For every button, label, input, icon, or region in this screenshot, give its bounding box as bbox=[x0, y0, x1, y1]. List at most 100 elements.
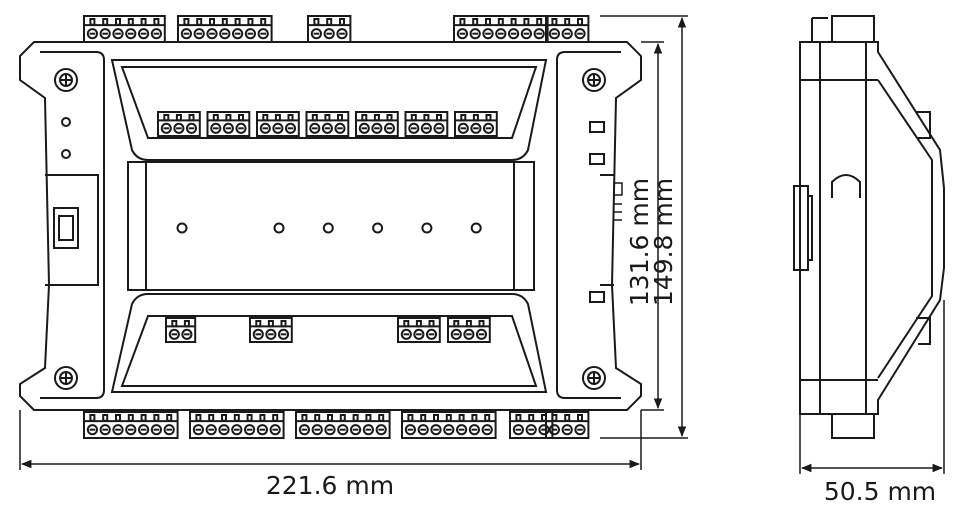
terminal-screw-icon bbox=[548, 28, 561, 40]
dimension-lines bbox=[19, 15, 945, 474]
terminal-screw-icon bbox=[324, 424, 336, 436]
terminal-screw-icon bbox=[231, 424, 243, 436]
terminal-screw-icon bbox=[99, 424, 111, 436]
terminal-screw-icon bbox=[311, 424, 323, 436]
side-top-terminal-wire bbox=[811, 17, 828, 42]
screw-icon bbox=[54, 366, 78, 390]
din-rail-latch-icon bbox=[831, 174, 861, 198]
terminal-screw-icon bbox=[375, 424, 387, 436]
side-ear-icon bbox=[916, 317, 931, 345]
terminal-block bbox=[401, 411, 497, 439]
terminal-screw-icon bbox=[150, 424, 163, 436]
terminal-screw-icon bbox=[404, 424, 417, 436]
terminal-screw-icon bbox=[173, 122, 185, 134]
terminal-screw-icon bbox=[265, 328, 277, 340]
terminal-screw-icon bbox=[257, 28, 269, 40]
indicator-led-icon bbox=[372, 222, 384, 234]
bottom-window-outer bbox=[110, 293, 548, 393]
terminal-screw-icon bbox=[256, 424, 269, 436]
terminal-screw-icon bbox=[574, 28, 586, 40]
terminal-screw-icon bbox=[244, 28, 257, 40]
side-body-outline bbox=[799, 41, 945, 415]
terminal-screw-icon bbox=[269, 424, 281, 436]
side-slope-top bbox=[877, 79, 933, 379]
terminal-screw-icon bbox=[192, 424, 205, 436]
usb-port-icon bbox=[53, 207, 79, 249]
terminal-screw-icon bbox=[243, 424, 256, 436]
terminal-screw-icon bbox=[163, 424, 175, 436]
dip-switch-bank-icon bbox=[613, 182, 623, 221]
dip-switch-icon bbox=[589, 121, 605, 133]
terminal-block bbox=[397, 317, 441, 343]
terminal-screw-icon bbox=[561, 28, 573, 40]
terminal-screw-icon bbox=[525, 424, 537, 436]
bottom-window-inner bbox=[120, 315, 538, 387]
terminal-block bbox=[295, 411, 391, 439]
terminal-screw-icon bbox=[235, 122, 247, 134]
terminal-screw-icon bbox=[86, 424, 99, 436]
terminal-screw-icon bbox=[433, 122, 445, 134]
terminal-screw-icon bbox=[463, 328, 475, 340]
terminal-screw-icon bbox=[252, 328, 264, 340]
terminal-screw-icon bbox=[349, 424, 362, 436]
side-ear-icon bbox=[916, 111, 931, 139]
terminal-block bbox=[447, 317, 491, 343]
terminal-screw-icon bbox=[538, 424, 550, 436]
terminal-screw-icon bbox=[259, 122, 271, 134]
terminal-block bbox=[404, 111, 449, 137]
terminal-block bbox=[83, 15, 166, 43]
terminal-screw-icon bbox=[334, 122, 346, 134]
terminal-block bbox=[307, 15, 352, 43]
terminal-screw-icon bbox=[561, 424, 573, 436]
terminal-screw-icon bbox=[482, 28, 494, 40]
side-view bbox=[793, 15, 945, 439]
terminal-block bbox=[305, 111, 350, 137]
terminal-screw-icon bbox=[160, 122, 172, 134]
terminal-screw-icon bbox=[323, 28, 335, 40]
terminal-screw-icon bbox=[193, 28, 205, 40]
terminal-screw-icon bbox=[450, 328, 462, 340]
terminal-screw-icon bbox=[86, 28, 99, 40]
terminal-screw-icon bbox=[430, 424, 442, 436]
side-top-terminal bbox=[831, 15, 875, 43]
terminal-screw-icon bbox=[457, 122, 469, 134]
front-view bbox=[19, 15, 642, 439]
screw-icon bbox=[582, 366, 606, 390]
terminal-screw-icon bbox=[456, 28, 469, 40]
terminal-screw-icon bbox=[512, 424, 525, 436]
terminal-block bbox=[206, 111, 251, 137]
left-side-rail bbox=[40, 51, 105, 399]
side-led-icon bbox=[61, 117, 71, 127]
terminal-block bbox=[165, 317, 197, 343]
status-led-main bbox=[176, 222, 188, 234]
terminal-screw-icon bbox=[336, 28, 348, 40]
terminal-block bbox=[355, 111, 399, 137]
indicator-led-icon bbox=[273, 222, 285, 234]
terminal-screw-icon bbox=[321, 122, 333, 134]
screw-icon bbox=[54, 68, 78, 92]
terminal-screw-icon bbox=[150, 28, 163, 40]
top-inner-terminal-blocks bbox=[157, 111, 498, 137]
terminal-block bbox=[545, 411, 590, 439]
terminal-screw-icon bbox=[206, 28, 218, 40]
terminal-block bbox=[256, 111, 300, 137]
terminal-screw-icon bbox=[371, 122, 383, 134]
terminal-block bbox=[189, 411, 285, 439]
terminal-screw-icon bbox=[417, 424, 429, 436]
terminal-screw-icon bbox=[455, 424, 468, 436]
terminal-screw-icon bbox=[337, 424, 349, 436]
terminal-screw-icon bbox=[408, 122, 420, 134]
bottom-inner-terminal-blocks bbox=[165, 317, 491, 343]
right-side-rail bbox=[556, 51, 621, 399]
terminal-screw-icon bbox=[475, 328, 488, 340]
terminal-screw-icon bbox=[272, 122, 284, 134]
din-rail-clip-icon bbox=[793, 185, 813, 271]
bottom-outer-terminal-blocks bbox=[83, 411, 590, 439]
right-notch bbox=[600, 174, 614, 286]
terminal-screw-icon bbox=[469, 28, 481, 40]
terminal-screw-icon bbox=[362, 424, 375, 436]
terminal-screw-icon bbox=[99, 28, 111, 40]
terminal-screw-icon bbox=[400, 328, 412, 340]
terminal-screw-icon bbox=[443, 424, 455, 436]
